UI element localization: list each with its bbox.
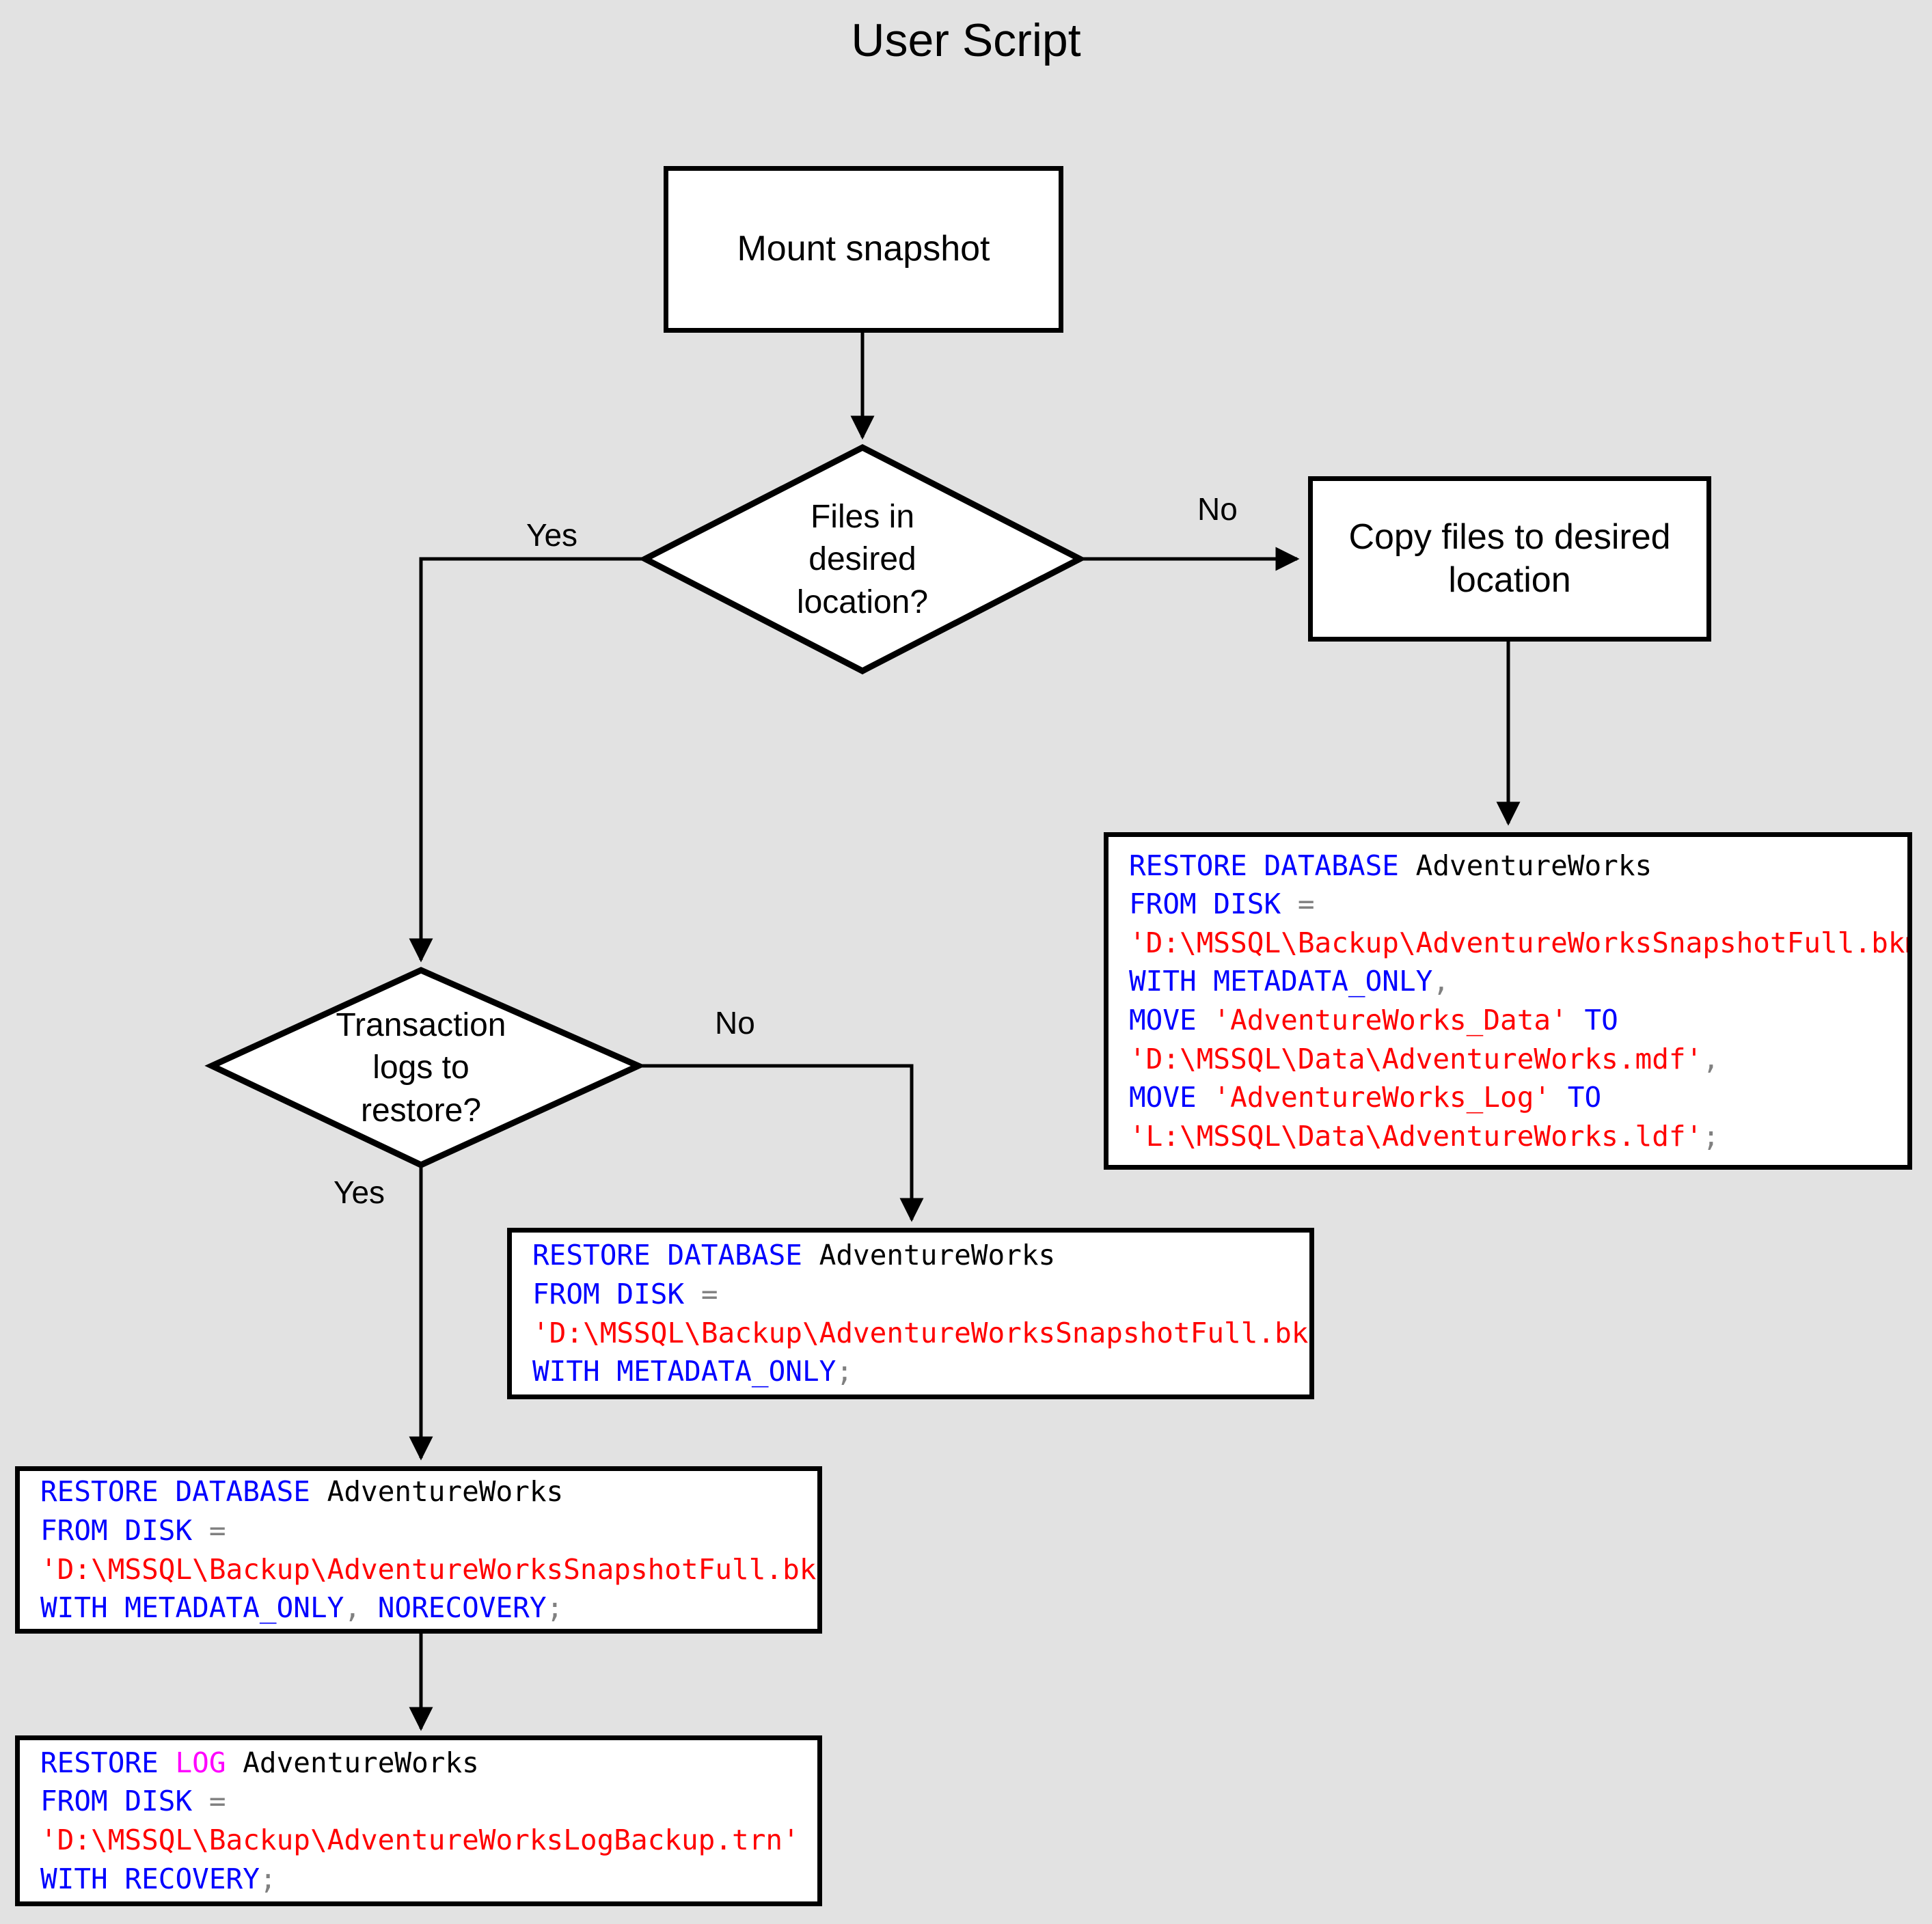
code-token: FROM DISK	[1129, 888, 1298, 921]
code-token: ;	[1702, 1119, 1719, 1153]
edge-label-logs-no: No	[715, 1005, 755, 1041]
code-line: FROM DISK =	[532, 1275, 1309, 1314]
code-token: 'D:\MSSQL\Data\AdventureWorks.mdf'	[1129, 1042, 1703, 1075]
code-line: FROM DISK =	[40, 1782, 800, 1821]
code-line: RESTORE DATABASE AdventureWorks	[1129, 847, 1907, 885]
code-token: =	[208, 1513, 226, 1547]
code-token: ,	[344, 1591, 378, 1625]
code-line: 'D:\MSSQL\Backup\AdventureWorksSnapshotF…	[40, 1550, 822, 1589]
code-token: AdventureWorks	[1415, 849, 1652, 882]
code-line: RESTORE DATABASE AdventureWorks	[40, 1472, 817, 1511]
node-mount-snapshot[interactable]: Mount snapshot	[664, 166, 1063, 333]
code-token: AdventureWorks	[243, 1746, 479, 1779]
code-token: LOG	[175, 1746, 226, 1779]
code-token: WITH METADATA_ONLY	[532, 1355, 836, 1388]
edge-logs-no	[638, 1064, 924, 1222]
node-copy-files-label-line1: Copy files to desired	[1348, 517, 1671, 557]
code-token: FROM DISK	[532, 1277, 701, 1310]
code-token: ;	[259, 1862, 277, 1895]
page-title: User Script	[851, 14, 1081, 66]
code-line: 'D:\MSSQL\Data\AdventureWorks.mdf',	[1129, 1040, 1907, 1079]
code-token: 'AdventureWorks_Log'	[1213, 1081, 1551, 1114]
code-token: AdventureWorks	[327, 1475, 564, 1509]
code-token: ,	[1702, 1042, 1719, 1075]
code-token: TO	[1551, 1081, 1602, 1114]
node-copy-files[interactable]: Copy files to desired location	[1308, 476, 1711, 642]
code-token: =	[1297, 888, 1315, 921]
code-token: WITH METADATA_ONLY	[1129, 965, 1433, 998]
code-line: 'D:\MSSQL\Backup\AdventureWorksLogBackup…	[40, 1821, 800, 1860]
edge-label-files-no: No	[1197, 491, 1238, 527]
code-token: ,	[1432, 965, 1450, 998]
code-line: WITH METADATA_ONLY, NORECOVERY;	[40, 1589, 817, 1627]
code-token: 'AdventureWorks_Data'	[1213, 1004, 1568, 1036]
code-token: RESTORE DATABASE	[1129, 849, 1416, 882]
node-mount-snapshot-label: Mount snapshot	[737, 229, 990, 269]
edge-label-files-yes: Yes	[526, 517, 578, 553]
code-token: WITH METADATA_ONLY	[40, 1591, 344, 1625]
code-token: MOVE	[1129, 1004, 1214, 1036]
code-line: FROM DISK =	[1129, 885, 1907, 924]
code-token: AdventureWorks	[819, 1239, 1056, 1272]
code-token: RESTORE DATABASE	[532, 1239, 819, 1272]
code-token: FROM DISK	[40, 1785, 209, 1818]
edge-label-logs-yes: Yes	[334, 1174, 385, 1210]
code-token: =	[700, 1277, 718, 1310]
code-token: 'D:\MSSQL\Backup\AdventureWorksSnapshotF…	[40, 1552, 822, 1586]
code-line: WITH METADATA_ONLY;	[532, 1352, 1309, 1391]
code-token: RESTORE	[40, 1746, 176, 1779]
code-token: NORECOVERY	[377, 1591, 547, 1625]
code-token: 'L:\MSSQL\Data\AdventureWorks.ldf'	[1129, 1119, 1703, 1153]
code-token: 'D:\MSSQL\Backup\AdventureWorksLogBackup…	[40, 1824, 800, 1856]
code-token: 'D:\MSSQL\Backup\AdventureWorksSnapshotF…	[532, 1316, 1314, 1349]
code-line: RESTORE DATABASE AdventureWorks	[532, 1236, 1309, 1275]
decision-logs-diamond	[204, 967, 647, 1168]
code-line: MOVE 'AdventureWorks_Data' TO	[1129, 1001, 1907, 1040]
code-line: 'L:\MSSQL\Data\AdventureWorks.ldf';	[1129, 1117, 1907, 1156]
code-token: MOVE	[1129, 1081, 1214, 1114]
code-line: RESTORE LOG AdventureWorks	[40, 1744, 800, 1783]
code-line: WITH RECOVERY;	[40, 1860, 800, 1899]
code-line: 'D:\MSSQL\Backup\AdventureWorksSnapshotF…	[532, 1314, 1314, 1353]
code-token: =	[208, 1785, 226, 1818]
code-line: FROM DISK =	[40, 1511, 817, 1550]
code-token: ;	[546, 1591, 564, 1625]
edge-files-yes	[409, 557, 645, 963]
code-line: WITH METADATA_ONLY,	[1129, 962, 1907, 1001]
code-line: 'D:\MSSQL\Backup\AdventureWorksSnapshotF…	[1129, 924, 1912, 963]
code-token: WITH RECOVERY	[40, 1862, 260, 1895]
node-copy-files-label-line2: location	[1448, 560, 1571, 600]
code-token: ;	[836, 1355, 854, 1388]
code-line: MOVE 'AdventureWorks_Log' TO	[1129, 1078, 1907, 1117]
code-token: FROM DISK	[40, 1513, 209, 1547]
code-token: 'D:\MSSQL\Backup\AdventureWorksSnapshotF…	[1129, 926, 1912, 959]
code-token	[226, 1746, 243, 1779]
code-token: TO	[1567, 1004, 1618, 1036]
code-token: RESTORE DATABASE	[40, 1475, 327, 1509]
decision-files-diamond	[638, 443, 1087, 675]
